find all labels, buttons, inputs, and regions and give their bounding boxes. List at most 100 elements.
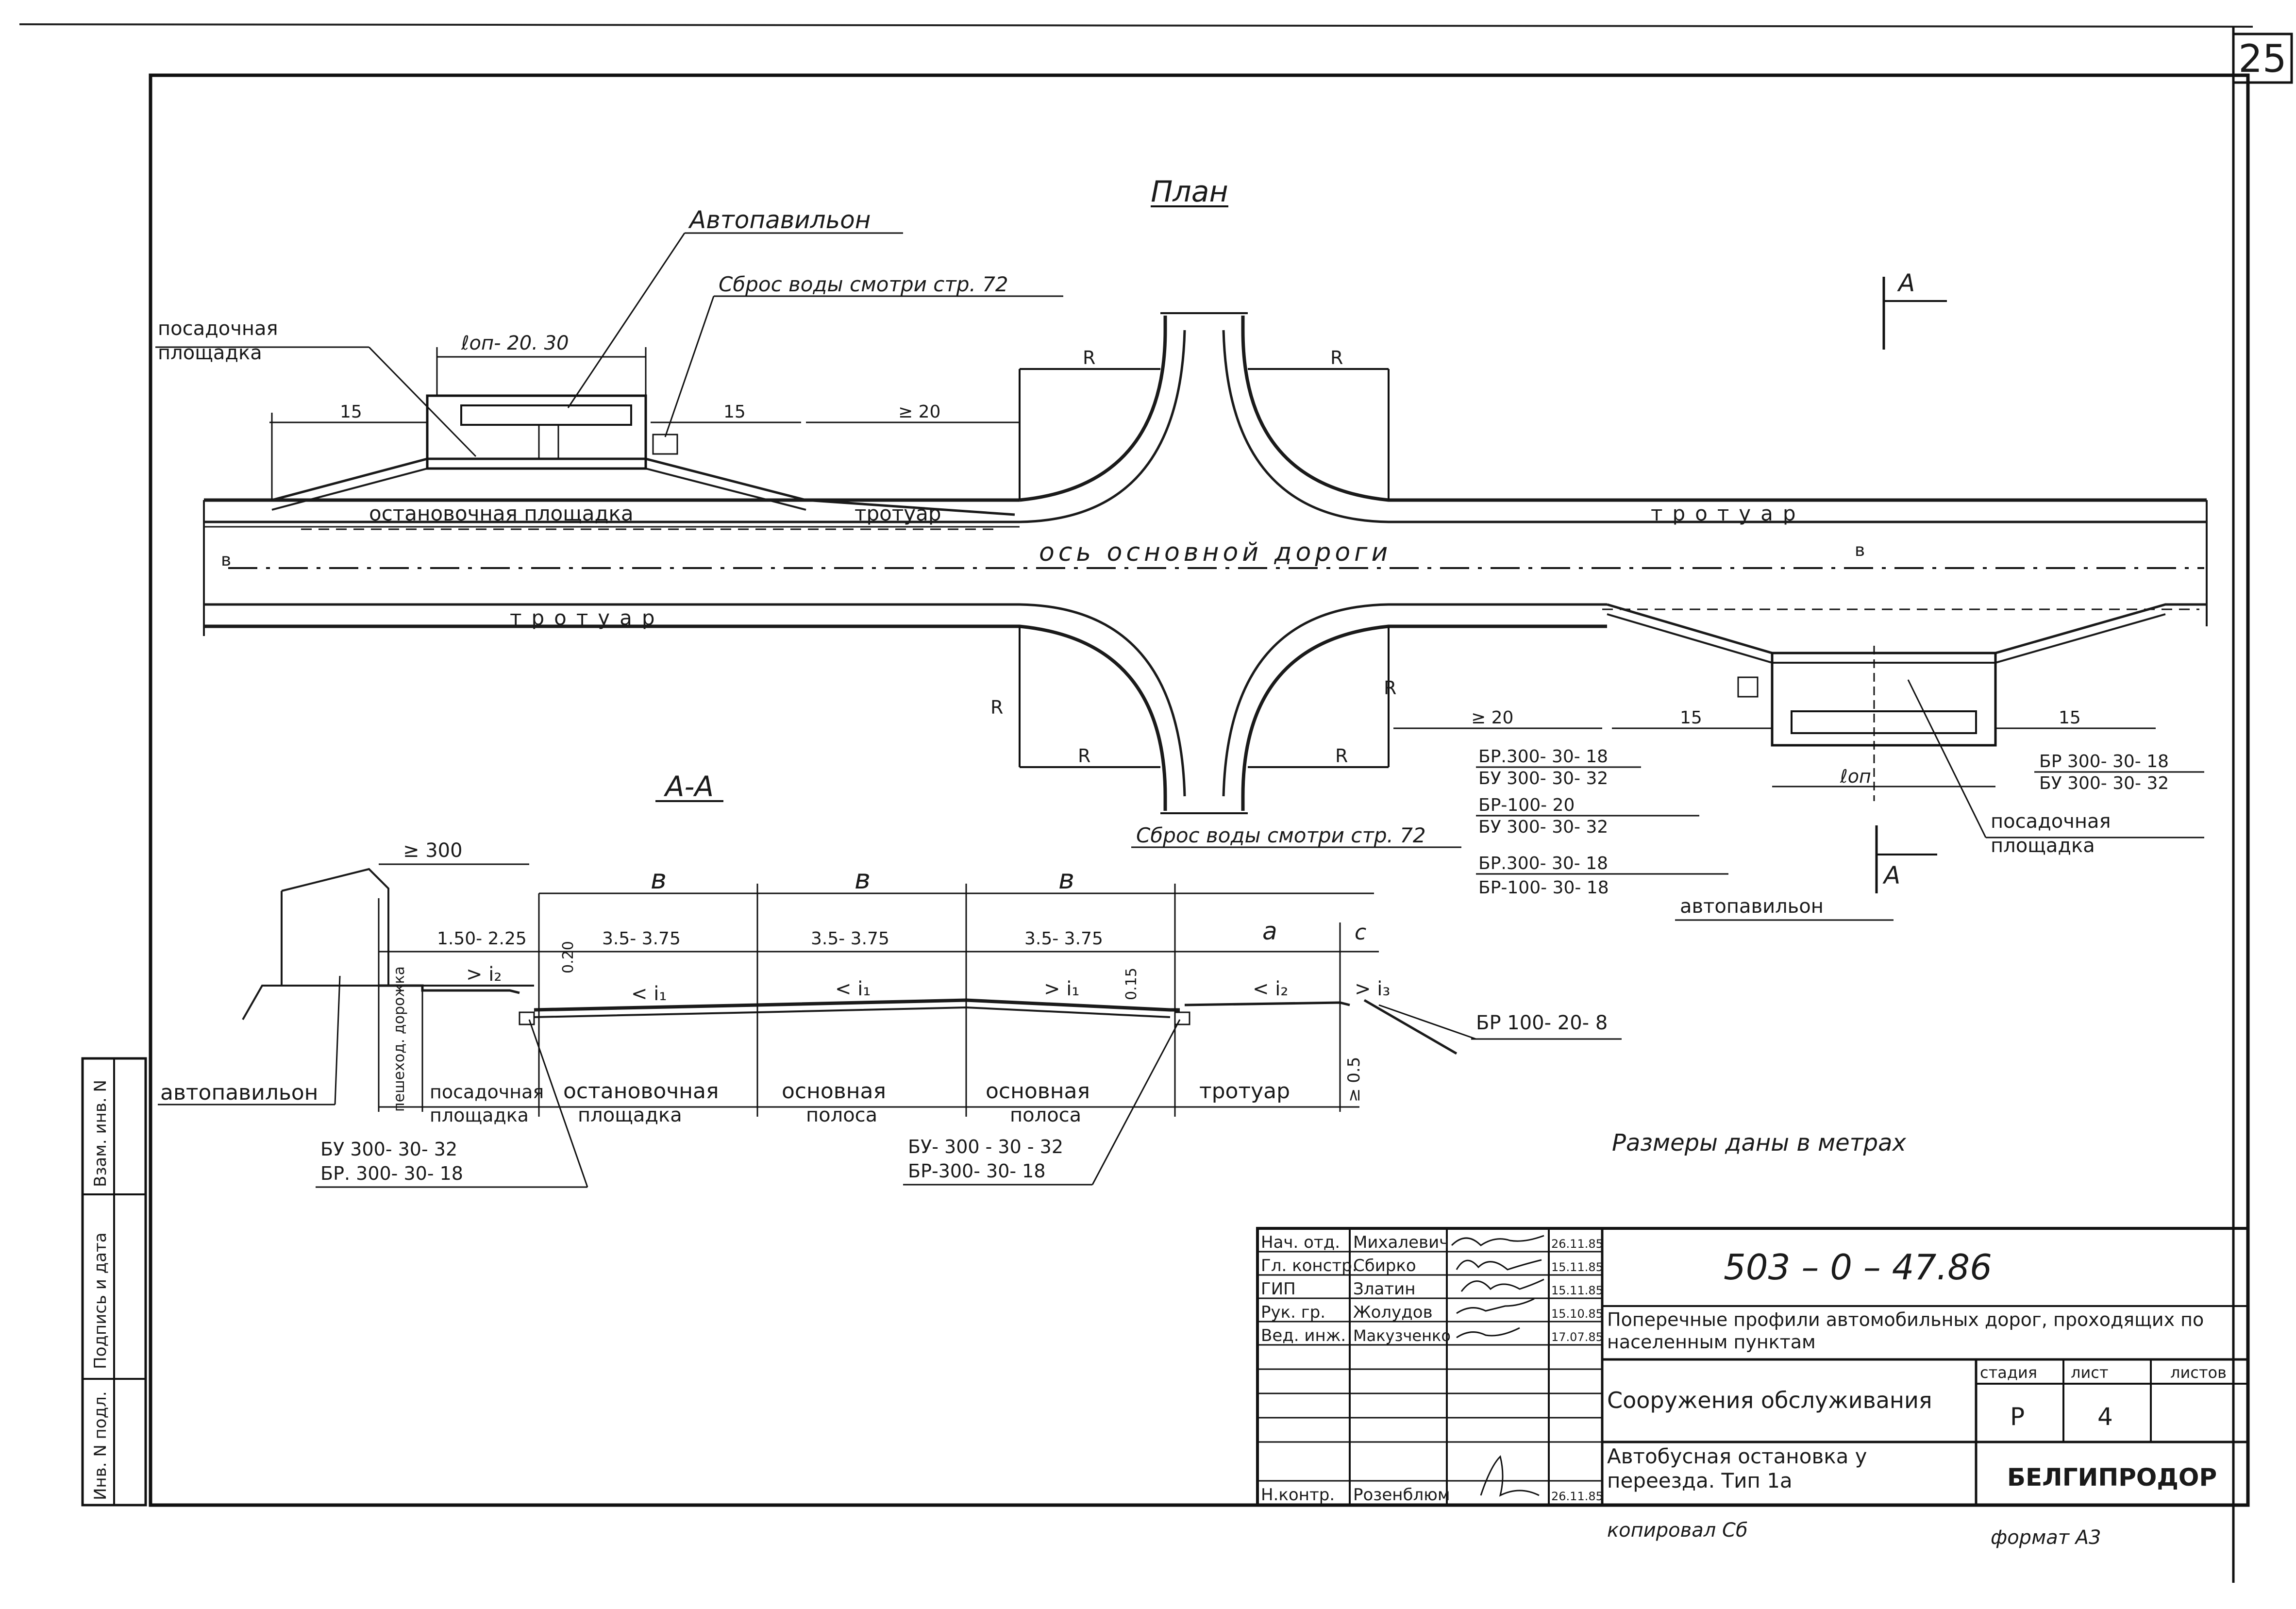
curb-mid-1: БУ- 300 - 30 - 32 bbox=[908, 1136, 1063, 1157]
dim-15-top-left: 15 bbox=[340, 402, 362, 422]
top-pavilion-outline bbox=[426, 394, 647, 470]
zone-3-line1: основная bbox=[782, 1079, 886, 1104]
plan-bottom-pavilion-label: автопавильон bbox=[1680, 895, 1824, 918]
signer-name-3: Златин bbox=[1353, 1279, 1416, 1299]
zone-2-line1: остановочная bbox=[563, 1079, 719, 1104]
header-sheets: листов bbox=[2170, 1363, 2227, 1382]
top-edge-line bbox=[19, 23, 2253, 28]
sheet-value: 4 bbox=[2097, 1403, 2113, 1431]
signer-date-5: 17.07.85 bbox=[1551, 1330, 1603, 1344]
plan-note-3: БР-100- 20 bbox=[1478, 795, 1575, 815]
section-dim-015: 0.15 bbox=[1123, 968, 1140, 1000]
signer-role-3: ГИП bbox=[1261, 1279, 1296, 1299]
copied-by: копировал Сб bbox=[1607, 1519, 1748, 1542]
section-width-2: 3.5- 3.75 bbox=[602, 929, 681, 949]
header-stage: стадия bbox=[1980, 1363, 2037, 1382]
section-col-header-a: а bbox=[1262, 917, 1277, 945]
signer-date-2: 15.11.85 bbox=[1551, 1260, 1603, 1274]
drawing-title-box: Автобусная остановка у переезда. Тип 1а bbox=[1607, 1444, 1867, 1492]
zone-1-line2: площадка bbox=[430, 1105, 529, 1126]
section-width-3: 3.5- 3.75 bbox=[811, 929, 889, 949]
top-bus-bay bbox=[269, 347, 1390, 516]
signer-date-3: 15.11.85 bbox=[1551, 1284, 1603, 1297]
sidewalk-label-top-right: тротуар bbox=[1651, 502, 1806, 525]
title-block bbox=[1256, 1227, 2249, 1507]
boarding-platform-bottom-line2: площадка bbox=[1991, 835, 2095, 857]
boarding-platform-top-line1: посадочная bbox=[158, 318, 278, 340]
boarding-platform-top-line2: площадка bbox=[158, 342, 262, 364]
plan-note-1: БР.300- 30- 18 bbox=[1478, 747, 1608, 767]
dim-r-bottom-left: R bbox=[990, 697, 1003, 718]
slope-4: > i₁ bbox=[1044, 978, 1079, 1000]
stop-platform-label: остановочная площадка bbox=[369, 502, 634, 525]
stamp-signature-date: Подпись и дата bbox=[91, 1232, 110, 1369]
project-title: Поперечные профили автомобильных дорог, … bbox=[1607, 1309, 2204, 1353]
side-stamp: Инв. N подл. Подпись и дата Взам. инв. N bbox=[81, 1057, 147, 1507]
section-mark-bottom: А bbox=[1882, 861, 1900, 889]
signer-name-1: Михалевич bbox=[1353, 1233, 1449, 1252]
signer-date-1: 26.11.85 bbox=[1551, 1237, 1603, 1251]
stamp-inv-number: Инв. N подл. bbox=[91, 1391, 110, 1500]
section-pavilion-label: автопавильон bbox=[160, 1080, 318, 1105]
sheet-number-box bbox=[2232, 33, 2293, 84]
curb-left-1: БУ 300- 30- 32 bbox=[320, 1139, 457, 1160]
section-marks: А А bbox=[1875, 269, 1947, 893]
zone-2-line2: площадка bbox=[578, 1104, 682, 1126]
signer-role-5: Вед. инж. bbox=[1261, 1326, 1346, 1345]
stamp-replaced-inv: Взам. инв. N bbox=[91, 1080, 110, 1187]
road-axis-label: ось основной дороги bbox=[1039, 538, 1391, 567]
section-profile bbox=[242, 863, 1458, 1117]
zone-3-line2: полоса bbox=[806, 1104, 877, 1126]
zone-5-line1: тротуар bbox=[1199, 1079, 1290, 1104]
plan-note-6: БР-100- 30- 18 bbox=[1478, 878, 1609, 898]
dim-b-right: в bbox=[1855, 540, 1865, 560]
control-role: Н.контр. bbox=[1261, 1485, 1335, 1505]
dim-b-left: в bbox=[221, 550, 231, 570]
dim-r-bottom-mid-right: R bbox=[1335, 745, 1348, 767]
plan-note-2: БУ 300- 30- 32 bbox=[1478, 769, 1608, 788]
section-mark-top: А bbox=[1897, 269, 1915, 297]
organization-name: БЕЛГИПРОДОР bbox=[2007, 1463, 2217, 1492]
zone-1-line1: посадочная bbox=[430, 1081, 544, 1103]
dim-ge20-top: ≥ 20 bbox=[898, 402, 940, 422]
top-pavilion-shelter bbox=[460, 404, 632, 426]
section-col-header-3: в bbox=[1058, 864, 1074, 895]
main-road bbox=[203, 312, 2208, 814]
section-col-header-2: в bbox=[855, 864, 871, 895]
section-col-header-1: в bbox=[651, 864, 667, 895]
document-code: 503 – 0 – 47.86 bbox=[1724, 1247, 1992, 1288]
dim-ge20-bottom: ≥ 20 bbox=[1471, 708, 1513, 728]
dim-15-bottom-left: 15 bbox=[1680, 708, 1702, 728]
plan-note-5: БР.300- 30- 18 bbox=[1478, 854, 1608, 873]
section-col-header-c: с bbox=[1355, 920, 1366, 945]
paper-format: формат А3 bbox=[1991, 1526, 2101, 1549]
units-note: Размеры даны в метрах bbox=[1612, 1129, 1907, 1156]
water-drain-note-bottom: Сброс воды смотри стр. 72 bbox=[1136, 823, 1426, 847]
signer-role-4: Рук. гр. bbox=[1261, 1303, 1325, 1322]
curb-left-2: БР. 300- 30- 18 bbox=[320, 1163, 463, 1184]
slope-6: > i₃ bbox=[1355, 978, 1390, 1000]
section-dim-ge300: ≥ 300 bbox=[403, 839, 463, 862]
sheet-number: 25 bbox=[2238, 37, 2286, 81]
dim-r-bottom-right: R bbox=[1384, 677, 1396, 699]
dim-15-top-right: 15 bbox=[723, 402, 746, 422]
section-width-4: 3.5- 3.75 bbox=[1024, 929, 1103, 949]
section-dim-020: 0.20 bbox=[560, 941, 577, 973]
pavilion-length-bottom: ℓоп bbox=[1840, 766, 1871, 787]
drawing-title: Автобусная остановка у переезда. Тип 1а bbox=[1607, 1444, 1867, 1492]
slope-1: > i₂ bbox=[466, 963, 502, 986]
pavilion-label-top: Автопавильон bbox=[688, 206, 871, 234]
section-footway-label: пешеход. дорожка bbox=[391, 966, 408, 1112]
dim-r-bottom-mid-left: R bbox=[1078, 745, 1090, 767]
stage-value: Р bbox=[2010, 1403, 2025, 1431]
slope-3: < i₁ bbox=[835, 978, 871, 1000]
plan-right-note-1: БР 300- 30- 18 bbox=[2039, 752, 2169, 771]
boarding-platform-bottom-line1: посадочная bbox=[1991, 810, 2111, 833]
bottom-drain-symbol bbox=[1737, 676, 1759, 698]
signatures bbox=[1451, 1235, 1544, 1497]
dim-15-bottom-right: 15 bbox=[2059, 708, 2081, 728]
drawing-frame bbox=[149, 73, 2250, 1507]
section-width-1: 1.50- 2.25 bbox=[437, 929, 527, 949]
dim-r-top-right: R bbox=[1330, 347, 1343, 369]
